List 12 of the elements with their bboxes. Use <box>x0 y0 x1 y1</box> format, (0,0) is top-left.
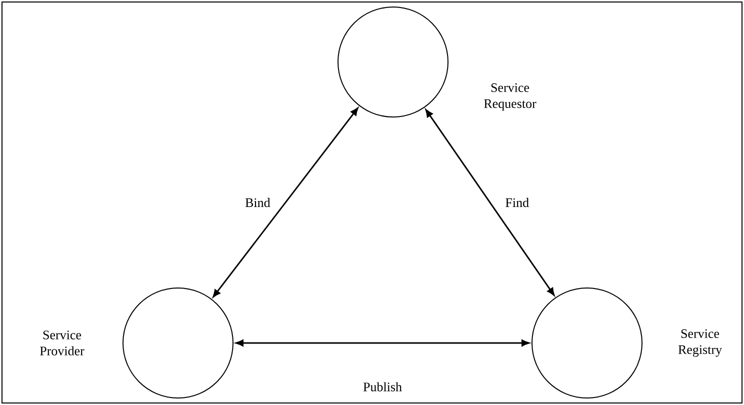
circle-node <box>122 288 234 398</box>
circle-node <box>532 288 642 398</box>
arrow <box>212 108 358 298</box>
circle-node <box>338 6 448 118</box>
node-caption: Service Provider <box>40 330 84 356</box>
edge-label: Bind <box>245 198 270 208</box>
node-caption: Service Registry <box>678 329 722 357</box>
arrow <box>236 340 530 346</box>
edge-label: Find <box>506 198 529 208</box>
edge-label: Publish <box>363 382 402 392</box>
node-caption: Service Requestor <box>484 83 536 111</box>
arrow <box>425 109 555 296</box>
